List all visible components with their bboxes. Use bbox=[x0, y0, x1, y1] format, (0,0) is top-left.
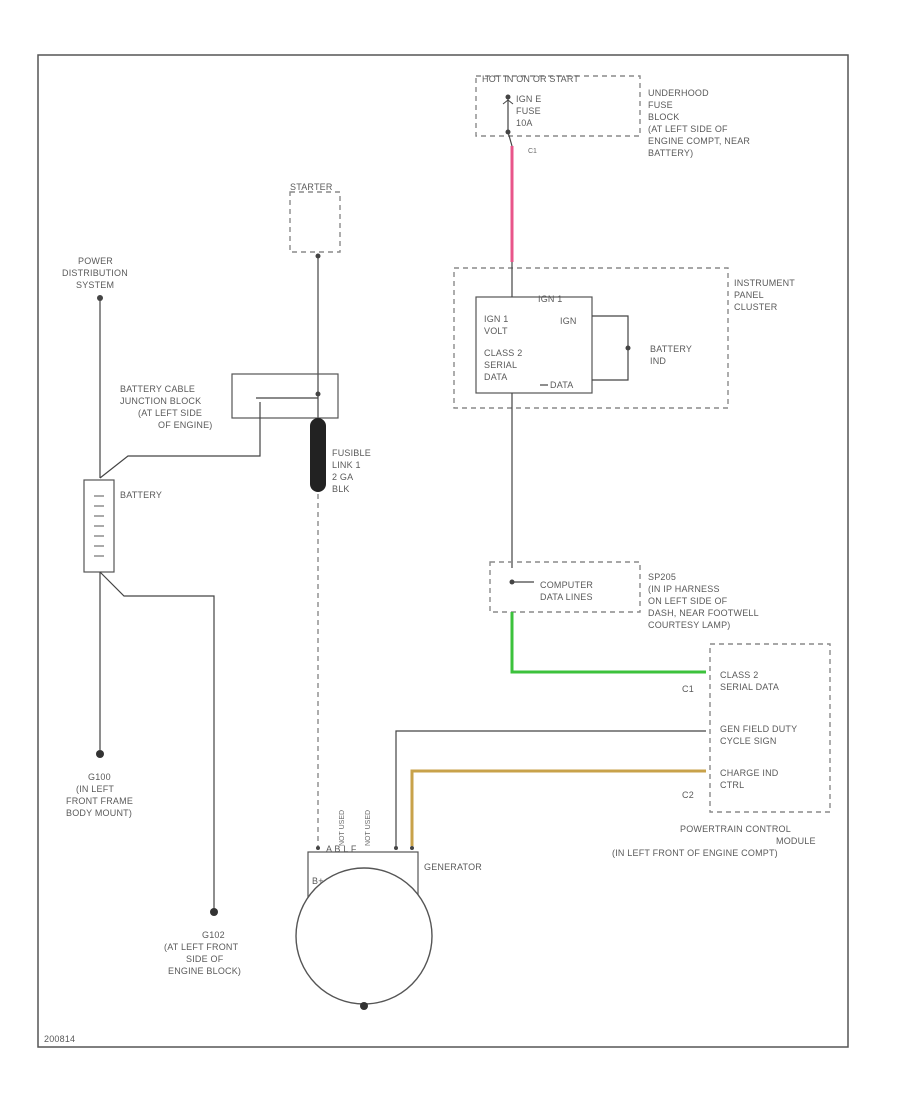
ground-g102-wire bbox=[99, 571, 215, 910]
ufb-label-3: BLOCK bbox=[648, 112, 680, 122]
sp205-label-2: (IN IP HARNESS bbox=[648, 584, 720, 594]
generator-label: GENERATOR bbox=[424, 862, 482, 872]
ipc-top-label: IGN 1 bbox=[538, 294, 563, 304]
underhood-fuse-block: HOT IN ON OR START IGN E FUSE 10A UNDERH… bbox=[475, 74, 750, 158]
fusible-link-label-1: FUSIBLE bbox=[332, 448, 371, 458]
ufb-label-2: FUSE bbox=[648, 100, 673, 110]
g100-label-2: (IN LEFT bbox=[76, 784, 114, 794]
starter: STARTER bbox=[289, 182, 341, 259]
ipc-name-label-2: PANEL bbox=[734, 290, 764, 300]
pcm-charge-label-2: CTRL bbox=[720, 780, 744, 790]
battery: BATTERY bbox=[83, 479, 162, 573]
pcm-class2-label-2: SERIAL DATA bbox=[720, 682, 779, 692]
battery-ind-label-2: IND bbox=[650, 356, 666, 366]
diagram-frame bbox=[37, 54, 849, 1048]
sp205-label-3: ON LEFT SIDE OF bbox=[648, 596, 728, 606]
g102-label-2: (AT LEFT FRONT bbox=[164, 942, 239, 952]
pcm-charge-label-1: CHARGE IND bbox=[720, 768, 779, 778]
fuse-label-3: 10A bbox=[516, 118, 533, 128]
ufb-label-1: UNDERHOOD bbox=[648, 88, 709, 98]
pd-label-3: SYSTEM bbox=[76, 280, 114, 290]
sp205-label-4: DASH, NEAR FOOTWELL bbox=[648, 608, 759, 618]
ufb-connector-label: C1 bbox=[528, 148, 537, 155]
fusible-link-label-4: BLK bbox=[332, 484, 350, 494]
g100-label-4: BODY MOUNT) bbox=[66, 808, 132, 818]
hot-in-label: HOT IN ON OR START bbox=[482, 74, 579, 84]
ipc-ign-label: IGN 1 bbox=[484, 314, 509, 324]
ipc-class2-label-3: DATA bbox=[484, 372, 507, 382]
instrument-panel-cluster: IGN 1 IGN 1 VOLT CLASS 2 SERIAL DATA IGN… bbox=[453, 262, 795, 409]
ipc-class2-label-1: CLASS 2 bbox=[484, 348, 522, 358]
footer-code: 200814 bbox=[44, 1034, 75, 1044]
sp205-label-5: COURTESY LAMP) bbox=[648, 620, 731, 630]
pcm-name-label-1: POWERTRAIN CONTROL bbox=[680, 824, 791, 834]
ufb-label-6: BATTERY) bbox=[648, 148, 693, 158]
powertrain-control-module: CLASS 2 SERIAL DATA C1 GEN FIELD DUTY CY… bbox=[612, 643, 831, 858]
generator-pin-label: A B L F bbox=[326, 844, 357, 854]
ufb-label-5: ENGINE COMPT, NEAR bbox=[648, 136, 750, 146]
ipc-data-right-label: DATA bbox=[550, 380, 573, 390]
g100-label-1: G100 bbox=[88, 772, 111, 782]
ipc-name-label-1: INSTRUMENT bbox=[734, 278, 795, 288]
bcj-label-2: JUNCTION BLOCK bbox=[120, 396, 201, 406]
pcm-c1-label: C1 bbox=[682, 684, 694, 694]
battery-ind-label-1: BATTERY bbox=[650, 344, 692, 354]
battery-to-junction-wire bbox=[99, 402, 261, 479]
battery-label: BATTERY bbox=[120, 490, 162, 500]
starter-label: STARTER bbox=[290, 182, 333, 192]
sp205-label-1: SP205 bbox=[648, 572, 676, 582]
pcm-field-label-2: CYCLE SIGN bbox=[720, 736, 777, 746]
pd-label-2: DISTRIBUTION bbox=[62, 268, 128, 278]
green-wire bbox=[510, 612, 706, 674]
ipc-name-label-3: CLUSTER bbox=[734, 302, 778, 312]
fusible-link-label-2: LINK 1 bbox=[332, 460, 361, 470]
fusible-link: FUSIBLE LINK 1 2 GA BLK bbox=[310, 418, 371, 494]
pcm-c2-label: C2 bbox=[682, 790, 694, 800]
pcm-name-label-2: MODULE bbox=[776, 836, 816, 846]
bcj-label-3: (AT LEFT SIDE bbox=[138, 408, 202, 418]
pd-label-1: POWER bbox=[78, 256, 113, 266]
bcj-label-1: BATTERY CABLE bbox=[120, 384, 195, 394]
charge-ind-wire bbox=[410, 769, 706, 846]
g102-label-4: ENGINE BLOCK) bbox=[168, 966, 241, 976]
pcm-name-label-3: (IN LEFT FRONT OF ENGINE COMPT) bbox=[612, 848, 778, 858]
not-used-label-2: NOT USED bbox=[365, 810, 372, 846]
fuse-label-1: IGN E bbox=[516, 94, 542, 104]
ground-g100: G100 (IN LEFT FRONT FRAME BODY MOUNT) bbox=[66, 750, 133, 818]
ipc-ign-right-label: IGN bbox=[560, 316, 577, 326]
ufb-label-4: (AT LEFT SIDE OF bbox=[648, 124, 728, 134]
g100-label-3: FRONT FRAME bbox=[66, 796, 133, 806]
ipc-volt-label: VOLT bbox=[484, 326, 508, 336]
power-distribution: POWER DISTRIBUTION SYSTEM bbox=[62, 256, 128, 301]
ipc-class2-label-2: SERIAL bbox=[484, 360, 517, 370]
sp205-splice-pack: COMPUTER DATA LINES SP205 (IN IP HARNESS… bbox=[489, 561, 759, 630]
not-used-label-1: NOT USED bbox=[339, 810, 346, 846]
pcm-field-label-1: GEN FIELD DUTY bbox=[720, 724, 797, 734]
fuse-label-2: FUSE bbox=[516, 106, 541, 116]
generator-b-label: B+ bbox=[312, 876, 324, 886]
g102-label-1: G102 bbox=[202, 930, 225, 940]
sp-computer-label-1: COMPUTER bbox=[540, 580, 593, 590]
ground-g102: G102 (AT LEFT FRONT SIDE OF ENGINE BLOCK… bbox=[164, 908, 241, 976]
battery-cable-junction-block: BATTERY CABLE JUNCTION BLOCK (AT LEFT SI… bbox=[120, 373, 339, 430]
not-used-pins: NOT USED NOT USED bbox=[339, 810, 372, 846]
sp-computer-label-2: DATA LINES bbox=[540, 592, 593, 602]
field-wire bbox=[395, 730, 706, 846]
bcj-label-4: OF ENGINE) bbox=[158, 420, 213, 430]
g102-label-3: SIDE OF bbox=[186, 954, 224, 964]
pcm-class2-label-1: CLASS 2 bbox=[720, 670, 758, 680]
fusible-link-label-3: 2 GA bbox=[332, 472, 353, 482]
generator: A B L F B+ GENERATOR bbox=[295, 844, 482, 1010]
